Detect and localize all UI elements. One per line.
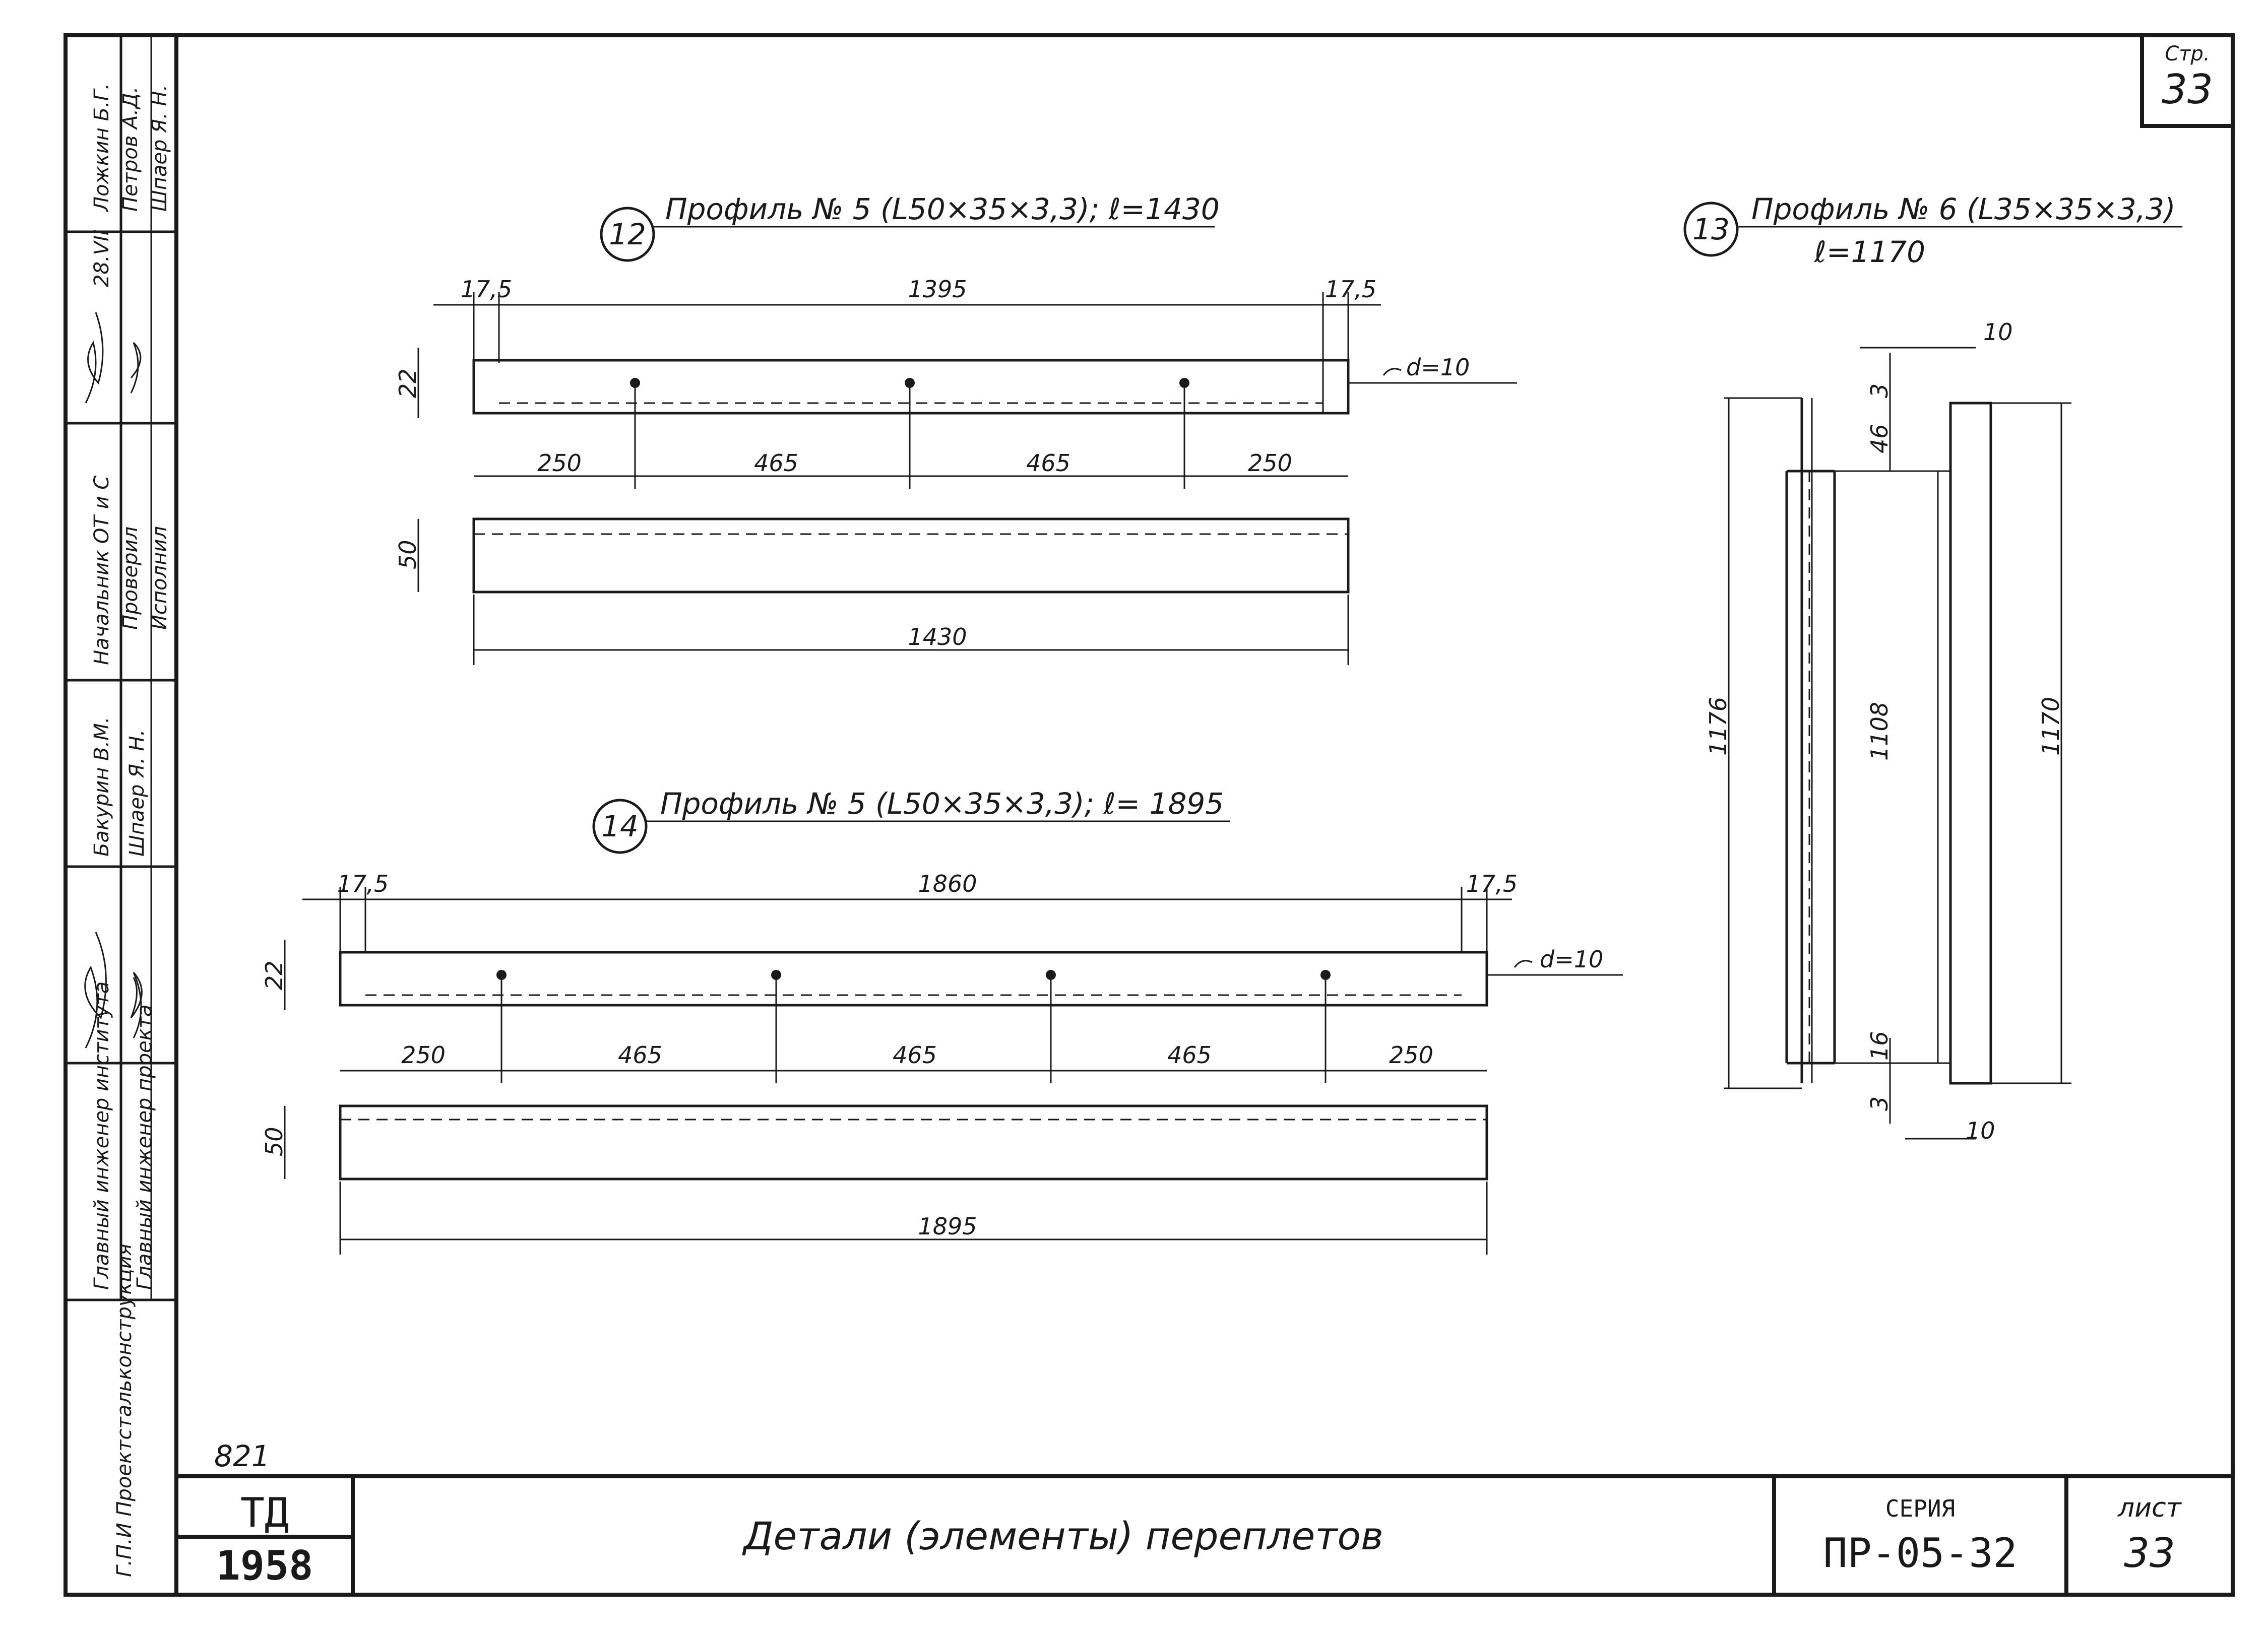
- detail-13-overall: 1176: [1705, 697, 1732, 756]
- signature-scribble-4: [130, 972, 143, 1038]
- detail-12-width: 50: [394, 540, 421, 569]
- sheet-label: лист: [2117, 1493, 2182, 1523]
- sig-petrov: Петров А.Д.: [119, 87, 142, 212]
- detail-14-spacing-4: 465: [1167, 1041, 1212, 1069]
- detail-12-marker: [600, 207, 655, 262]
- detail-13-top-offset: 3: [1866, 383, 1893, 398]
- signature-strip: Ложкин Б.Г. Петров А.Д. Шпаер Я. Н. 28.V…: [90, 83, 171, 1577]
- sig-chief-proj: Главный инженер проекта: [133, 1004, 156, 1290]
- detail-13-right-member: [1949, 402, 1992, 1085]
- sig-head: Начальник ОТ и С: [90, 476, 113, 665]
- detail-14: 14 Профиль № 5 (L50×35×3,3); ℓ= 1895 17,…: [261, 787, 1623, 1255]
- stamp-letters: ТД: [240, 1489, 289, 1536]
- series-label: СЕРИЯ: [1885, 1495, 1955, 1522]
- detail-14-side-bar: [339, 1104, 1488, 1181]
- detail-14-plan-bar: [339, 951, 1488, 1007]
- detail-12-plan-bar: [472, 359, 1350, 415]
- detail-13-title: Профиль № 6 (L35×35×3,3): [1751, 192, 2176, 226]
- sig-chief-inst: Главный инженер института: [90, 981, 113, 1290]
- detail-13-top-step: 46: [1866, 424, 1893, 453]
- sig-bakurin: Бакурин В.М.: [90, 717, 113, 857]
- signature-scribble-1: [85, 312, 104, 404]
- signature-scribble-2: [130, 342, 142, 394]
- detail-12-spacing-1: 250: [537, 449, 582, 477]
- detail-13: 13 Профиль № 6 (L35×35×3,3) ℓ=1170 10 3 …: [1683, 192, 2182, 1144]
- detail-13-bottom-offset: 3: [1866, 1096, 1893, 1111]
- page-number-box: [2140, 33, 2235, 128]
- detail-12-total: 1430: [908, 623, 967, 650]
- sig-lozhkin: Ложкин Б.Г.: [90, 83, 113, 213]
- series-value: ПР-05-32: [1823, 1530, 2017, 1577]
- detail-12-spacing-4: 250: [1248, 449, 1292, 477]
- sig-made: Исполнил: [148, 526, 171, 630]
- sig-shpaer-2: Шпаер Я. Н.: [125, 730, 149, 857]
- detail-14-total: 1895: [918, 1213, 977, 1240]
- page-number-value: 33: [2162, 66, 2213, 113]
- detail-12-height: 22: [394, 368, 421, 398]
- detail-12-spacing-2: 465: [754, 449, 798, 477]
- detail-12: 12 Профиль № 5 (L50×35×3,3); ℓ=1430 17,5…: [394, 192, 1517, 665]
- detail-12-hole-diameter: d=10: [1406, 354, 1470, 381]
- detail-13-bottom-step: 16: [1866, 1031, 1893, 1061]
- title-block: 821 ТД 1958 Детали (элементы) переплетов…: [176, 1439, 2233, 1595]
- detail-14-spacing-3: 465: [893, 1041, 937, 1069]
- signature-scribble-3: [84, 932, 107, 1049]
- sig-date: 28.VII: [90, 229, 113, 287]
- detail-12-title: Профиль № 5 (L50×35×3,3); ℓ=1430: [665, 192, 1220, 226]
- detail-12-edge-left: 17,5: [461, 276, 512, 303]
- detail-14-spacing-5: 250: [1389, 1041, 1433, 1069]
- sheet-value: 33: [2124, 1530, 2175, 1577]
- detail-14-number: 14: [601, 809, 639, 843]
- detail-13-number: 13: [1692, 212, 1730, 246]
- detail-12-between: 1395: [908, 276, 967, 303]
- page-number-label: Стр.: [2165, 42, 2210, 66]
- detail-12-side-bar: [472, 517, 1350, 594]
- stamp-number: 821: [214, 1439, 270, 1473]
- sig-checked: Проверил: [119, 527, 142, 630]
- detail-14-hole-diameter: d=10: [1540, 946, 1603, 973]
- detail-14-spacing-1: 250: [401, 1041, 446, 1069]
- sig-shpaer-1: Шпаер Я. Н.: [148, 85, 171, 212]
- detail-12-spacing-3: 465: [1026, 449, 1070, 477]
- detail-13-inner: 1108: [1866, 702, 1893, 761]
- sig-org: Г.П.И Проектстальконструкция: [113, 1243, 136, 1577]
- detail-12-edge-right: 17,5: [1325, 276, 1376, 303]
- detail-14-height: 22: [261, 960, 288, 990]
- detail-13-bottom-width: 10: [1966, 1117, 1995, 1144]
- sheet-frame: [64, 33, 2235, 1597]
- detail-14-marker: [592, 799, 648, 854]
- detail-14-between: 1860: [918, 870, 977, 897]
- stamp-year: 1958: [216, 1542, 313, 1589]
- detail-14-width: 50: [261, 1127, 288, 1156]
- detail-13-outer: 1170: [2037, 697, 2064, 756]
- detail-14-edge-left: 17,5: [337, 870, 389, 897]
- detail-13-marker: [1683, 202, 1739, 257]
- sheet-title: Детали (элементы) переплетов: [742, 1514, 1383, 1558]
- detail-12-number: 12: [609, 217, 646, 251]
- detail-14-title: Профиль № 5 (L50×35×3,3); ℓ= 1895: [660, 787, 1224, 821]
- detail-14-edge-right: 17,5: [1466, 870, 1518, 897]
- detail-14-spacing-2: 465: [618, 1041, 662, 1069]
- detail-13-top-width: 10: [1983, 318, 2013, 346]
- detail-13-length: ℓ=1170: [1814, 235, 1925, 269]
